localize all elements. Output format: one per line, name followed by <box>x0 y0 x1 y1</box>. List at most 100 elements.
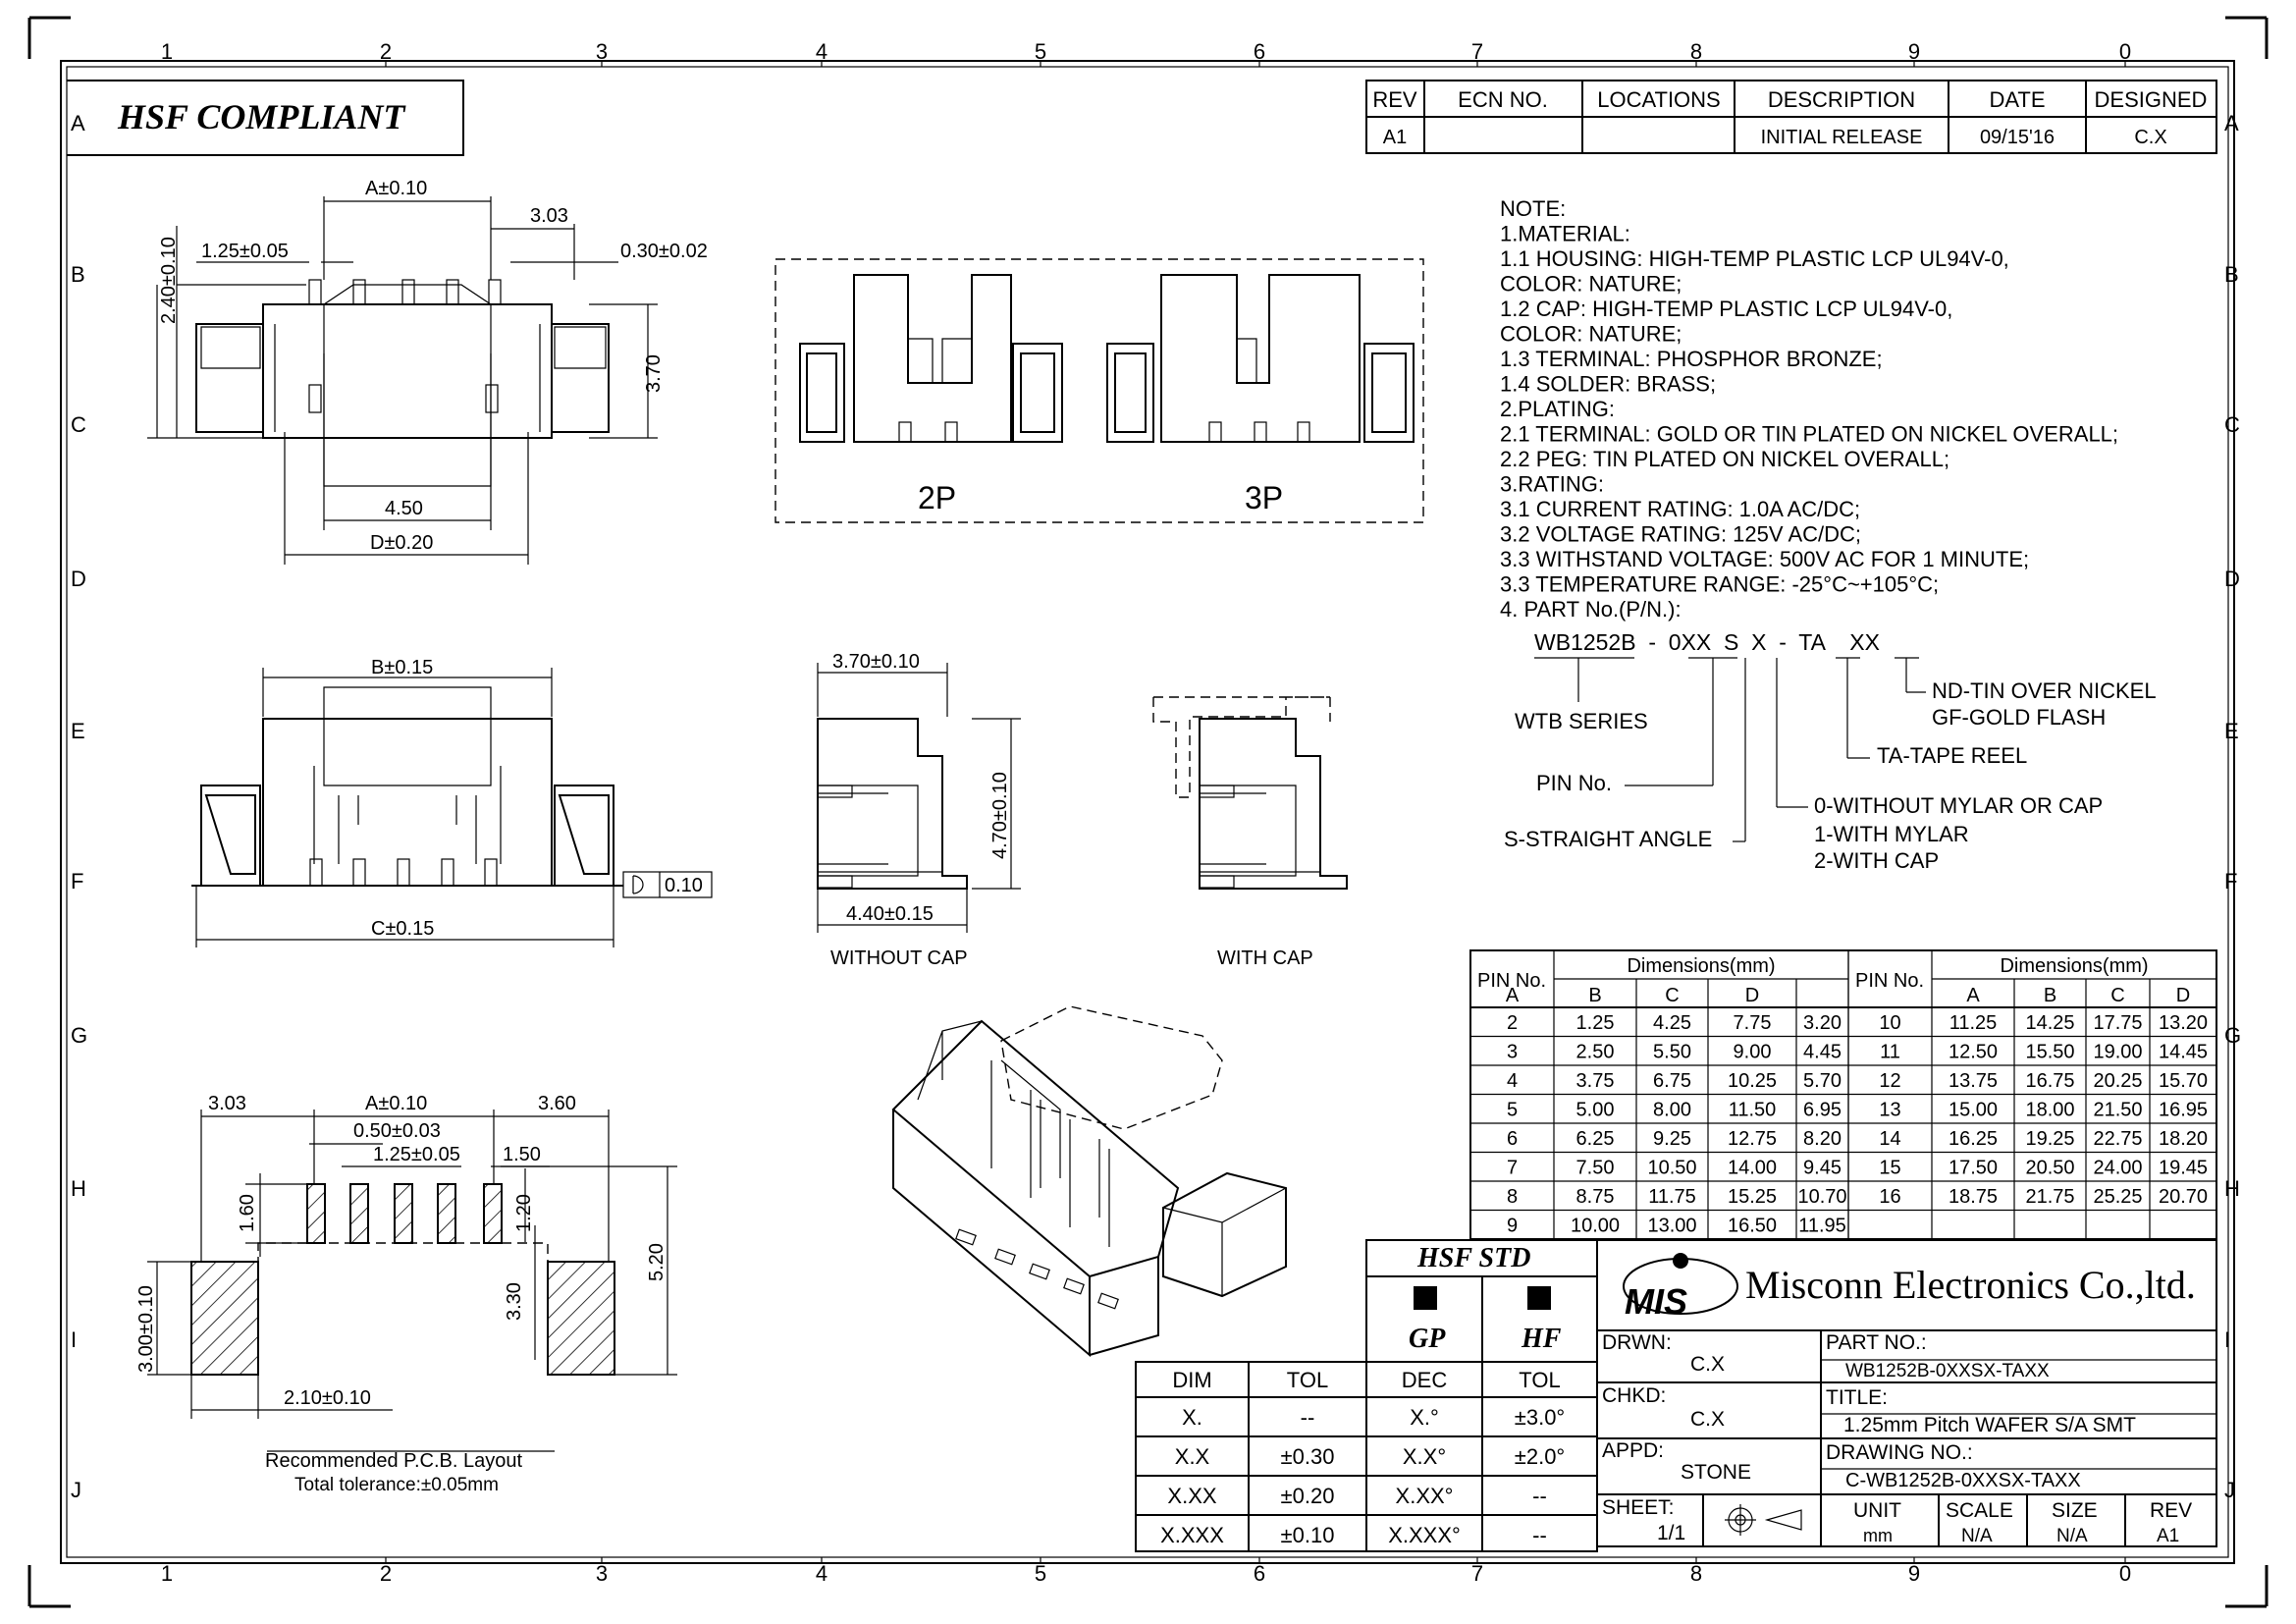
label-3p: 3P <box>1245 480 1283 515</box>
dim-left-cell: 4.45 <box>1803 1042 1842 1063</box>
zone-top-4: 5 <box>1035 39 1046 64</box>
dim-right-cell: 15.00 <box>1949 1100 1998 1121</box>
tol-cell: X.X <box>1175 1444 1210 1469</box>
rev-value-tb: A1 <box>2157 1526 2179 1546</box>
dim-right-cell: 11.25 <box>1949 1012 1998 1034</box>
note-line-9: 2.1 TERMINAL: GOLD OR TIN PLATED ON NICK… <box>1500 422 2118 447</box>
zone-left-4: E <box>71 719 85 743</box>
pcb-dim-150: 1.50 <box>503 1144 541 1165</box>
pcb-layout-drawing: 3.03 A±0.10 3.60 0.50±0.03 1.25±0.05 1.5… <box>135 1093 677 1495</box>
dim-left-cell: 6 <box>1507 1128 1518 1150</box>
dim-right-cell: 19.00 <box>2093 1042 2142 1063</box>
label-without-cap: WITHOUT CAP <box>830 947 968 969</box>
zone-bottom-8: 9 <box>1908 1561 1920 1586</box>
dim-right-cell: 12.50 <box>1949 1042 1998 1063</box>
dim-right-cell: 18.00 <box>2025 1100 2074 1121</box>
zone-bottom-1: 2 <box>380 1561 392 1586</box>
zone-top-5: 6 <box>1254 39 1265 64</box>
dim-left-cell: 8 <box>1507 1186 1518 1208</box>
zone-left-3: D <box>71 567 86 591</box>
title-label: TITLE: <box>1826 1386 1888 1409</box>
pcb-dim-520: 5.20 <box>646 1243 667 1281</box>
dim-left-cell: 5.70 <box>1803 1070 1842 1092</box>
part-no-label: PART NO.: <box>1826 1331 1927 1354</box>
zone-right-9: J <box>2224 1478 2235 1502</box>
pn-pin: PIN No. <box>1536 771 1612 795</box>
pcb-dim-160: 1.60 <box>237 1194 258 1232</box>
dim-col-right-A: A <box>1966 985 1980 1006</box>
dim-col-right-C: C <box>2110 985 2124 1006</box>
dim-left-cell: 3 <box>1507 1042 1518 1063</box>
zone-top-2: 3 <box>596 39 608 64</box>
note-line-5: COLOR: NATURE; <box>1500 322 1682 347</box>
chkd-value: C.X <box>1690 1408 1725 1431</box>
appd-value: STONE <box>1681 1461 1751 1484</box>
locations-header: LOCATIONS <box>1597 87 1721 112</box>
chkd-label: CHKD: <box>1602 1384 1666 1407</box>
dim-left-cell: 3.75 <box>1576 1070 1615 1092</box>
dim-left-cell: 8.75 <box>1576 1186 1615 1208</box>
note-line-4: 1.2 CAP: HIGH-TEMP PLASTIC LCP UL94V-0, <box>1500 297 1952 321</box>
hsf-compliant-box: HSF COMPLIANT <box>67 80 464 156</box>
variant-2p-drawing: 2P <box>799 274 1063 515</box>
dim-right-cell: 19.25 <box>2025 1128 2074 1150</box>
projection-symbol-icon <box>1725 1504 1802 1536</box>
drawing-no-value: C-WB1252B-0XXSX-TAXX <box>1845 1470 2081 1491</box>
zone-bottom-0: 1 <box>161 1561 173 1586</box>
zone-left-6: G <box>71 1023 87 1048</box>
dim-right-cell: 21.50 <box>2093 1100 2142 1121</box>
zone-bottom-6: 7 <box>1471 1561 1483 1586</box>
dim-left-cell: 5 <box>1507 1100 1518 1121</box>
dim-left-cell: 13.00 <box>1647 1216 1696 1237</box>
hf-label: HF <box>1521 1324 1562 1354</box>
zone-right-4: E <box>2224 719 2239 743</box>
hsf-std-label: HSF STD <box>1416 1243 1530 1273</box>
scale-value: N/A <box>1961 1526 1993 1546</box>
drwn-value: C.X <box>1690 1353 1725 1376</box>
tol-header-2: DEC <box>1402 1368 1448 1392</box>
company-name: Misconn Electronics Co.,ltd. <box>1745 1263 2196 1307</box>
dim-left-cell: 4 <box>1507 1070 1518 1092</box>
dim-left-cell: 10.70 <box>1797 1186 1846 1208</box>
pcb-dim-330: 3.30 <box>504 1282 525 1321</box>
dim-left-cell: 7 <box>1507 1158 1518 1179</box>
dim-right-cell: 18.75 <box>1949 1186 1998 1208</box>
label-with-cap: WITH CAP <box>1217 947 1313 969</box>
sheet-value: 1/1 <box>1657 1522 1685 1544</box>
pn-gf: GF-GOLD FLASH <box>1932 705 2106 730</box>
ecn-header: ECN NO. <box>1458 87 1548 112</box>
pcb-tolerance: Total tolerance:±0.05mm <box>294 1475 499 1495</box>
mis-logo: MIS <box>1623 1253 1738 1322</box>
dim-right-cell: 20.25 <box>2093 1070 2142 1092</box>
logo-text: MIS <box>1625 1281 1687 1322</box>
drawing-no-label: DRAWING NO.: <box>1826 1441 1973 1464</box>
front-view-drawing: B±0.15 C±0.15 0.10 <box>191 657 713 947</box>
scale-label: SCALE <box>1946 1499 2013 1522</box>
note-line-2: 1.1 HOUSING: HIGH-TEMP PLASTIC LCP UL94V… <box>1500 246 2009 271</box>
dim-right-cell: 10 <box>1879 1012 1900 1034</box>
top-view-drawing: A±0.10 3.03 1.25±0.05 0.30±0.02 2.40±0.1… <box>147 178 708 565</box>
part-no-value: WB1252B-0XXSX-TAXX <box>1845 1361 2050 1381</box>
dim-left-cell: 14.00 <box>1728 1158 1777 1179</box>
zone-right-1: B <box>2224 262 2239 287</box>
dim-left-cell: 1.25 <box>1576 1012 1615 1034</box>
hsf-compliant-text: HSF COMPLIANT <box>117 97 406 136</box>
zone-right-7: H <box>2224 1176 2240 1201</box>
zone-left-2: C <box>71 412 86 437</box>
tol-header-1: TOL <box>1287 1368 1328 1392</box>
dim-right-cell: 19.45 <box>2159 1158 2208 1179</box>
dim-left-cell: 7.50 <box>1576 1158 1615 1179</box>
dim-right-cell: 14 <box>1879 1128 1900 1150</box>
dim-right-cell: 22.75 <box>2093 1128 2142 1150</box>
side-dim-370: 3.70±0.10 <box>832 651 920 673</box>
dim-right-cell: 13.75 <box>1949 1070 1998 1092</box>
revision-table: REV ECN NO. LOCATIONS DESCRIPTION DATE D… <box>1365 80 2217 154</box>
note-line-1: 1.MATERIAL: <box>1500 222 1630 246</box>
dim-group-header-right: Dimensions(mm) <box>2000 955 2148 977</box>
tol-cell: ±2.0° <box>1515 1444 1565 1469</box>
tol-cell: X.XX° <box>1396 1484 1454 1508</box>
pn-ta: TA-TAPE REEL <box>1877 743 2027 768</box>
dim-left-cell: 5.50 <box>1653 1042 1691 1063</box>
dim-col-right-D: D <box>2176 985 2190 1006</box>
dim-col-left-B: B <box>1588 985 1601 1006</box>
